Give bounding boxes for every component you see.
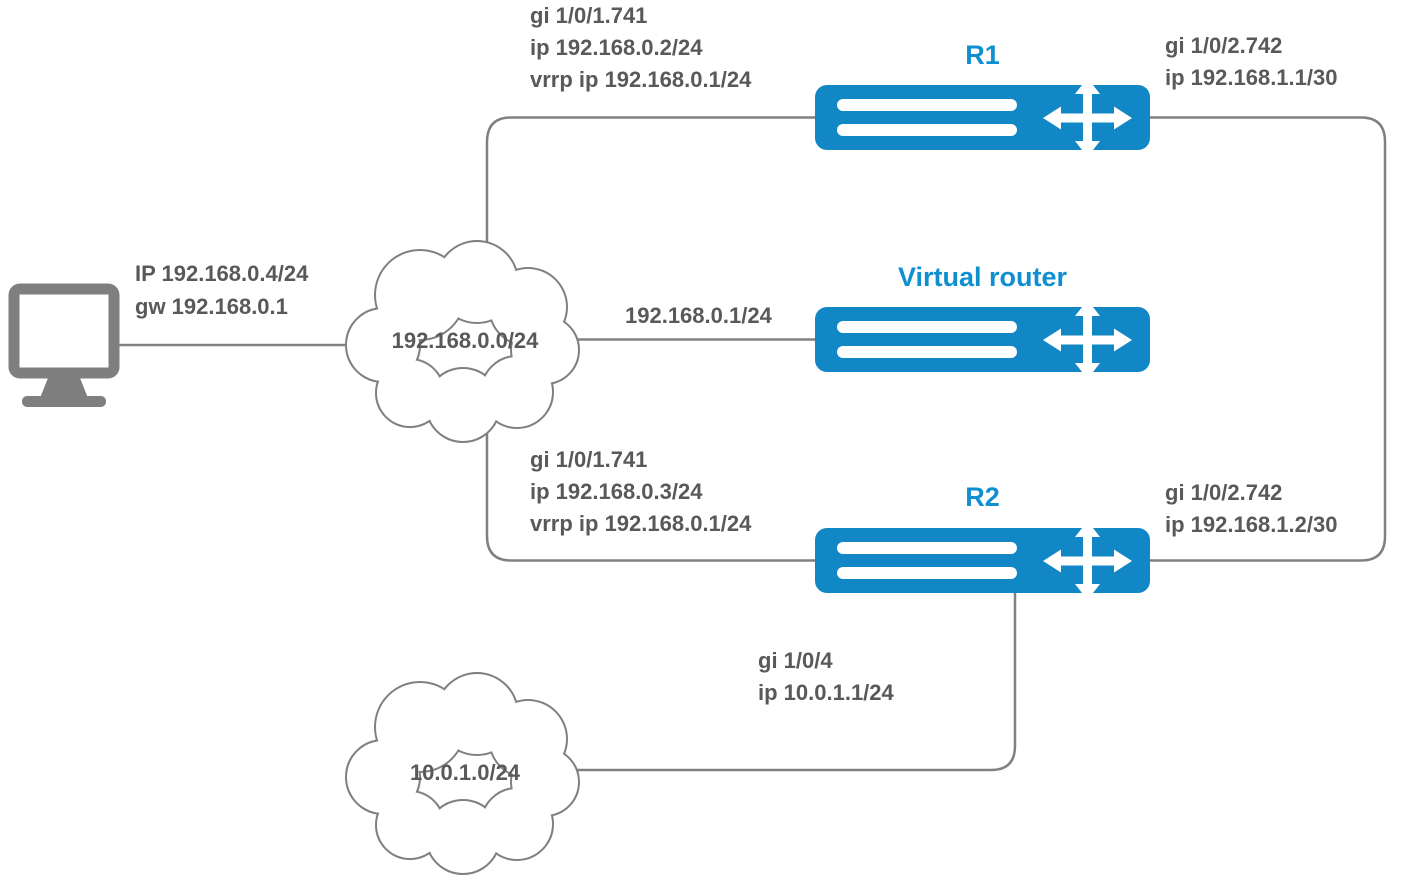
r2-wan-interface-labels: gi 1/0/2.742 ip 192.168.1.2/30 <box>1165 477 1337 541</box>
r1-title: R1 <box>965 40 1000 70</box>
label-line: gi 1/0/4 <box>758 648 833 673</box>
lan-cloud-label: 192.168.0.0/24 <box>391 328 539 353</box>
label-line: vrrp ip 192.168.0.1/24 <box>530 67 752 92</box>
label-line: vrrp ip 192.168.0.1/24 <box>530 511 752 536</box>
link-r1-r2 <box>1148 116 1387 562</box>
wan-cloud-label: 10.0.1.0/24 <box>409 760 521 785</box>
r2-title: R2 <box>965 482 1000 512</box>
virtual-router-ip-label: 192.168.0.1/24 <box>625 303 772 328</box>
link-lan-r2 <box>485 388 817 562</box>
label-line: ip 192.168.0.2/24 <box>530 35 703 60</box>
pc-icon <box>8 283 120 407</box>
link-lan-r1 <box>485 116 817 302</box>
r2-downlink-interface-labels: gi 1/0/4 ip 10.0.1.1/24 <box>758 645 894 709</box>
pc-label-gw: gw 192.168.0.1 <box>135 294 288 319</box>
r1-lan-interface-labels: gi 1/0/1.741 ip 192.168.0.2/24 vrrp ip 1… <box>530 0 751 96</box>
router-r1-icon <box>815 78 1150 157</box>
label-line: gi 1/0/2.742 <box>1165 480 1283 505</box>
router-virtual-icon <box>815 300 1150 379</box>
label-line: ip 192.168.0.3/24 <box>530 479 703 504</box>
label-line: gi 1/0/1.741 <box>530 447 648 472</box>
r2-lan-interface-labels: gi 1/0/1.741 ip 192.168.0.3/24 vrrp ip 1… <box>530 444 751 540</box>
link-r2-wan <box>538 590 1017 772</box>
router-r2-icon <box>815 521 1150 600</box>
r1-wan-interface-labels: gi 1/0/2.742 ip 192.168.1.1/30 <box>1165 30 1337 94</box>
label-line: ip 192.168.1.2/30 <box>1165 512 1338 537</box>
pc-label-ip: IP 192.168.0.4/24 <box>135 261 309 286</box>
label-line: ip 10.0.1.1/24 <box>758 680 894 705</box>
label-line: gi 1/0/2.742 <box>1165 33 1283 58</box>
label-line: ip 192.168.1.1/30 <box>1165 65 1338 90</box>
label-line: gi 1/0/1.741 <box>530 3 648 28</box>
virtual-router-title: Virtual router <box>897 262 1068 292</box>
